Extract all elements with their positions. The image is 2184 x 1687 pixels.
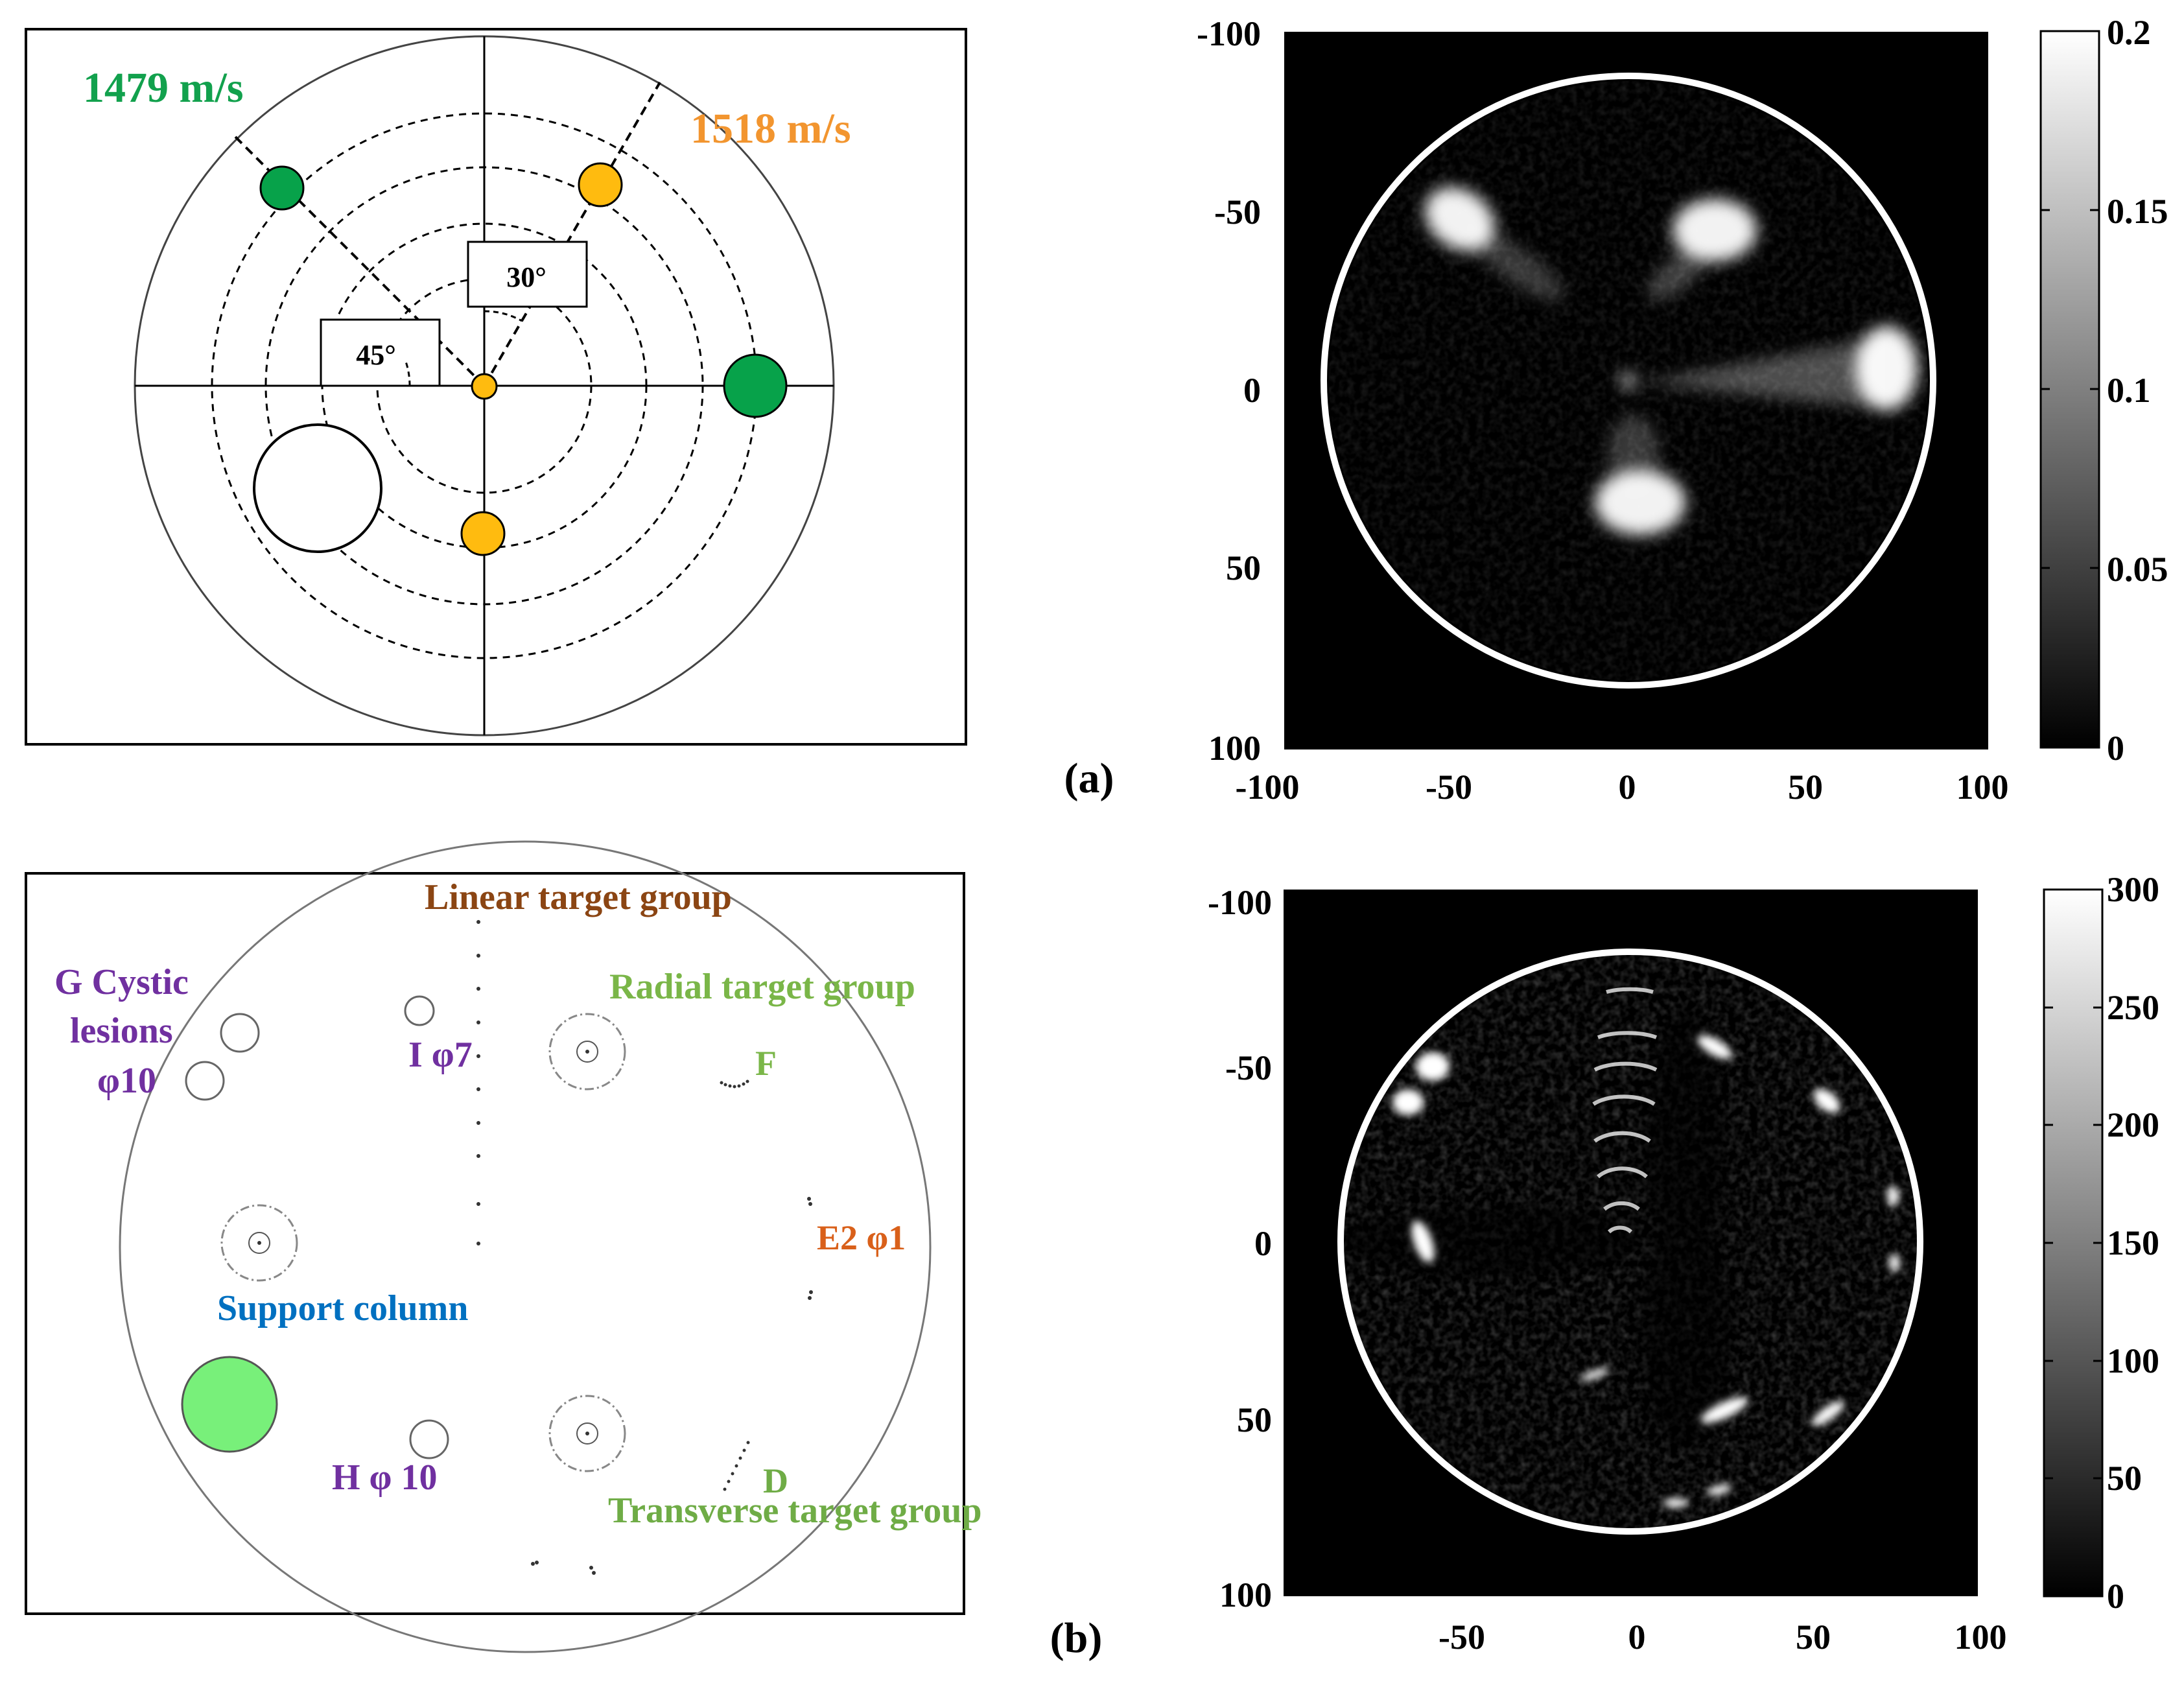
svg-text:300: 300 [2107, 870, 2159, 909]
orange-inclusion-bottom [460, 511, 506, 556]
svg-text:0: 0 [1254, 1224, 1272, 1263]
schematic-b-frame [25, 872, 965, 1615]
large-white-inclusion [253, 423, 382, 553]
bright-spots-b [1392, 1035, 1899, 1507]
svg-text:0: 0 [2107, 729, 2124, 768]
svg-text:50: 50 [1237, 1400, 1272, 1439]
e2-target-dots [807, 1197, 813, 1300]
svg-text:-50: -50 [1426, 768, 1472, 807]
inner-target-rings [248, 1041, 598, 1445]
orange-inclusion-top [578, 162, 623, 207]
svg-text:100: 100 [1219, 1575, 1272, 1614]
svg-text:-50: -50 [1214, 193, 1261, 231]
angle-45-box [320, 318, 441, 387]
svg-text:-50: -50 [1438, 1618, 1485, 1657]
svg-text:0: 0 [1243, 371, 1261, 410]
svg-text:0: 0 [2107, 1577, 2124, 1616]
angle-30-label: 30° [506, 261, 546, 293]
cystic-label-line1: G Cystic [54, 962, 189, 1002]
cystic-label-line2: lesions [70, 1011, 173, 1051]
colorbar-b-ticklines [2044, 1006, 2102, 1480]
svg-text:100: 100 [1955, 1618, 2007, 1657]
svg-text:0.1: 0.1 [2107, 371, 2151, 410]
linear-group-label: Linear target group [425, 877, 732, 917]
transverse-group-label: Transverse target group [608, 1491, 982, 1531]
angle-30-arc [484, 310, 523, 322]
image-a-x-ticks: -100 -50 0 50 100 [1236, 768, 2009, 807]
panel-a-image: -100 -50 0 50 100 -100 -50 0 50 100 (a) … [1064, 13, 2168, 807]
cystic-label-line3: φ10 [97, 1061, 156, 1101]
svg-text:0: 0 [1628, 1618, 1646, 1657]
panel-b-image: -100 -50 0 50 100 -50 0 50 100 (b) 300 2… [1050, 870, 2159, 1662]
colorbar-b-ticks: 300 250 200 150 100 50 0 [2107, 870, 2159, 1616]
svg-text:250: 250 [2107, 988, 2159, 1027]
svg-text:0.15: 0.15 [2107, 192, 2168, 231]
svg-text:-50: -50 [1225, 1048, 1272, 1087]
svg-text:100: 100 [2107, 1341, 2159, 1380]
transverse-target-dots [531, 1441, 750, 1575]
dashdot-targets [220, 1013, 626, 1472]
svg-text:0.05: 0.05 [2107, 550, 2168, 589]
panel-a-schematic: 45° 30° 1479 m/s 1518 m/s [25, 28, 967, 746]
panel-b-schematic: Linear target group Radial target group … [25, 840, 982, 1653]
d-label: D [763, 1461, 788, 1500]
colorbar-b [2043, 888, 2104, 1598]
svg-text:100: 100 [1208, 729, 1261, 768]
angle-45-label: 45° [356, 339, 396, 371]
h-label: H φ 10 [332, 1457, 438, 1498]
support-column-label: Support column [217, 1288, 468, 1328]
cyst-circles [185, 995, 449, 1459]
phantom-outline [119, 840, 932, 1653]
linear-target-arcs [1592, 987, 1658, 1234]
svg-text:50: 50 [1796, 1618, 1831, 1657]
colorbar-a-ticks: 0.2 0.15 0.1 0.05 0 [2107, 13, 2168, 768]
support-column-disc [181, 1356, 278, 1453]
green-inclusion-small [259, 165, 305, 211]
diag-30-line [483, 81, 661, 387]
angle-30-box [467, 241, 588, 308]
speed-low-label: 1479 m/s [83, 64, 244, 112]
orange-inclusion-center [471, 373, 498, 400]
svg-text:-100: -100 [1236, 768, 1300, 807]
svg-text:100: 100 [1956, 768, 2009, 807]
radial-target-dots [720, 1079, 749, 1089]
radial-group-label: Radial target group [609, 967, 915, 1007]
svg-text:50: 50 [2107, 1459, 2142, 1498]
svg-text:0: 0 [1619, 768, 1636, 807]
image-a-y-ticks: -100 -50 0 50 100 [1197, 14, 1261, 768]
panel-a-label: (a) [1064, 755, 1114, 802]
linear-target-dots [476, 920, 480, 1245]
image-b-x-ticks: -50 0 50 100 [1438, 1618, 2006, 1657]
speed-high-label: 1518 m/s [690, 105, 851, 152]
image-b-y-ticks: -100 -50 0 50 100 [1208, 883, 1272, 1614]
panel-b-label: (b) [1050, 1614, 1103, 1662]
svg-text:200: 200 [2107, 1105, 2159, 1144]
colorbar-a-ticklines [2041, 209, 2099, 569]
i-label: I φ7 [408, 1035, 473, 1075]
green-inclusion-large [723, 353, 788, 418]
angle-45-arc [404, 359, 411, 386]
image-b-ring [1337, 949, 1923, 1535]
image-a-interior [1329, 81, 1928, 680]
svg-text:0.2: 0.2 [2107, 13, 2151, 52]
svg-text:50: 50 [1226, 549, 1261, 587]
svg-text:-100: -100 [1208, 883, 1272, 922]
target-centers [257, 1050, 589, 1435]
svg-text:-100: -100 [1197, 14, 1261, 53]
svg-text:50: 50 [1788, 768, 1823, 807]
image-a-ring [1321, 73, 1936, 689]
image-b-interior [1344, 955, 1917, 1528]
f-label: F [755, 1044, 777, 1083]
svg-text:150: 150 [2107, 1223, 2159, 1262]
e2-label: E2 φ1 [817, 1218, 906, 1257]
